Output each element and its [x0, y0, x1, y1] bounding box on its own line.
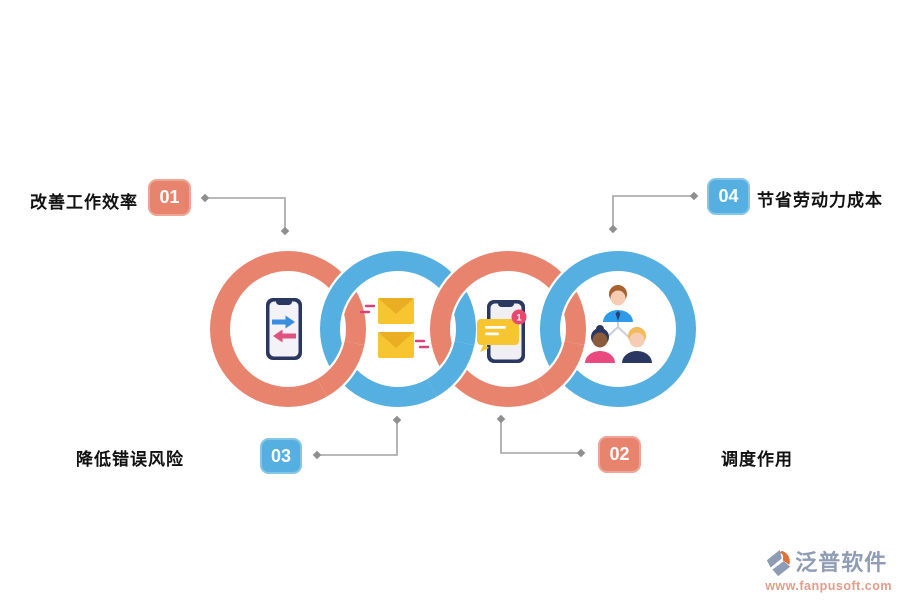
connector-lines	[200, 191, 699, 460]
connector-02-diamond-end	[496, 414, 506, 424]
label-scheduling-role: 调度作用	[721, 450, 793, 469]
ring-icons: 1	[266, 285, 652, 363]
connector-01-diamond-end	[280, 226, 290, 236]
ring-4-team	[540, 251, 696, 407]
fanpu-logo-icon	[767, 549, 791, 576]
phone-transfer-icon	[266, 298, 302, 360]
notification-badge	[511, 309, 527, 325]
mail-icon	[359, 298, 430, 358]
connector-01	[205, 197, 286, 231]
connector-03	[317, 420, 398, 456]
watermark-url: www.fanpusoft.com	[765, 578, 892, 593]
watermark: 泛普软件 www.fanpusoft.com	[765, 548, 892, 593]
label-save-labor-cost: 节省劳动力成本	[757, 191, 883, 210]
ring-3-notification	[430, 251, 586, 407]
connector-02-diamond-start	[576, 448, 586, 458]
connector-04	[612, 195, 694, 229]
connector-01-diamond-start	[200, 193, 210, 203]
notification-count: 1	[516, 313, 522, 324]
interlocked-rings	[207, 248, 699, 410]
badge-03: 03	[260, 438, 302, 474]
connector-04-diamond-start	[689, 191, 699, 201]
connector-03-diamond-end	[392, 415, 402, 425]
connector-02	[500, 419, 581, 454]
label-improve-efficiency: 改善工作效率	[30, 193, 138, 212]
ring-2-mail	[320, 251, 476, 407]
badge-02: 02	[598, 436, 641, 473]
connector-04-diamond-end	[608, 224, 618, 234]
badge-04: 04	[707, 178, 750, 215]
ring-1-efficiency	[210, 251, 366, 407]
watermark-brand: 泛普软件	[795, 549, 888, 575]
team-icon	[585, 285, 652, 363]
connector-03-diamond-start	[312, 450, 322, 460]
phone-notification-icon: 1	[477, 300, 527, 363]
badge-01: 01	[148, 179, 191, 216]
label-reduce-error-risk: 降低错误风险	[76, 450, 184, 469]
